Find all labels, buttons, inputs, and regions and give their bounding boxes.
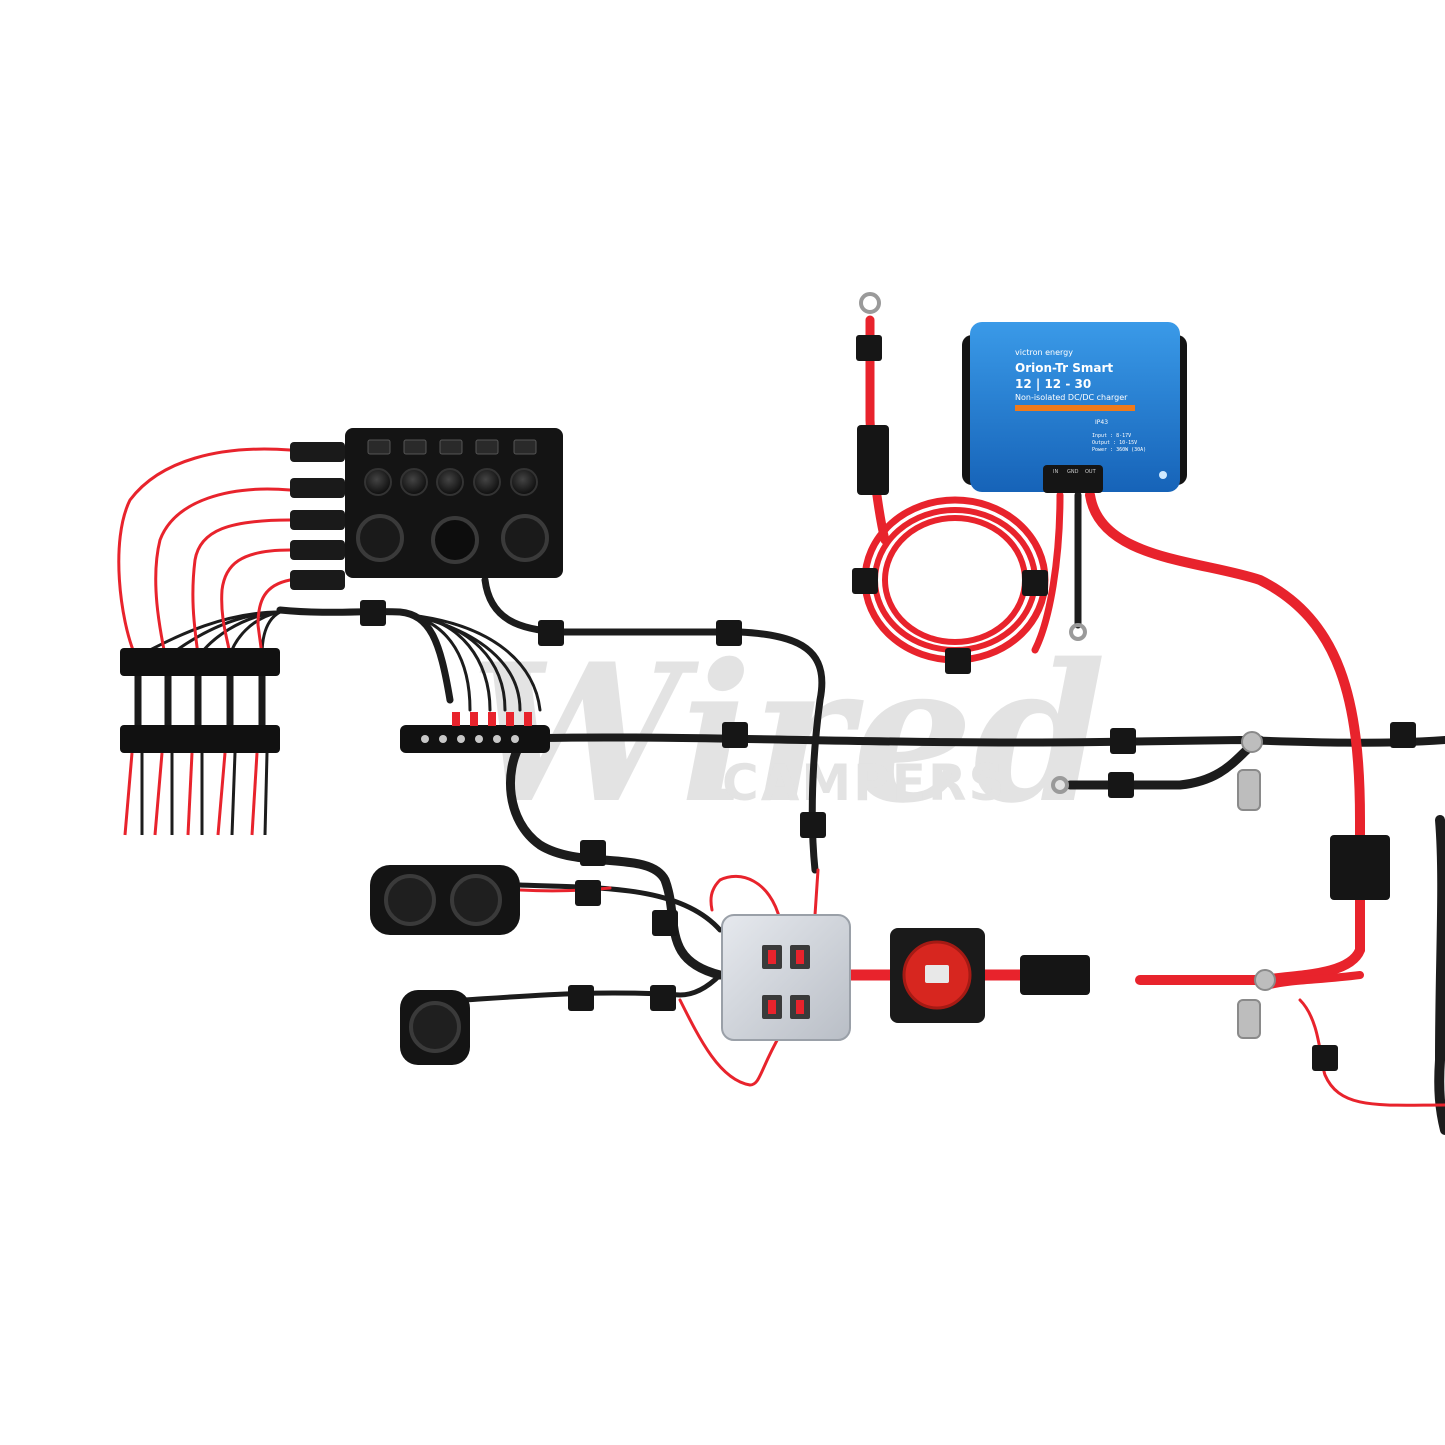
charger-orange-stripe (1015, 405, 1135, 411)
terminal-connectors (120, 648, 280, 836)
watermark: Wired CAMPERS (470, 622, 1106, 845)
battery-clamp-positive (1254, 969, 1276, 991)
switch-panel (290, 428, 563, 590)
orion-charger: victron energy Orion-Tr Smart 12 | 12 - … (962, 322, 1187, 493)
charger-terminal-gnd: GND (1067, 469, 1079, 475)
inline-fuses (857, 425, 1390, 995)
watermark-sub: CAMPERS (722, 754, 1006, 812)
ring-terminals (859, 292, 1087, 794)
charger-spec-power: Power : 360W (30A) (1092, 447, 1146, 453)
rocker-switch (473, 468, 501, 496)
fuse-box (721, 914, 851, 1041)
charger-terminal-in: IN (1053, 469, 1058, 475)
charger-spec-input: Input : 8-17V (1092, 433, 1131, 439)
rocker-switch (510, 468, 538, 496)
rocker-switch (436, 468, 464, 496)
ring-terminal-top (859, 292, 881, 314)
rocker-switch (400, 468, 428, 496)
inline-fuse-right (1330, 835, 1390, 900)
charger-brand: victron energy (1015, 348, 1073, 357)
charger-spec-output: Output : 10-15V (1092, 440, 1137, 446)
charger-description: Non-isolated DC/DC charger (1015, 393, 1128, 402)
battery-isolator (890, 928, 985, 1023)
charger-terminal-out: OUT (1085, 469, 1097, 475)
voltmeter (431, 516, 479, 564)
rocker-switches (364, 468, 538, 496)
battery-clamps (1237, 731, 1276, 1039)
rocker-switch (364, 468, 392, 496)
charger-status-led (1159, 471, 1167, 479)
inline-fuse-top (857, 425, 889, 495)
double-socket (370, 865, 520, 935)
ring-terminal-ground (1069, 623, 1087, 641)
cable-clips (360, 335, 1416, 1071)
battery-clamp-negative (1241, 731, 1263, 753)
single-socket (400, 990, 470, 1065)
ground-busbar (400, 712, 550, 753)
usb-socket-right (501, 514, 549, 562)
charger-rating: 12 | 12 - 30 (1015, 377, 1091, 391)
charger-model: Orion-Tr Smart (1015, 361, 1113, 375)
charger-ip: IP43 (1095, 419, 1108, 426)
usb-socket-left (356, 514, 404, 562)
inline-fuse-main (1020, 955, 1090, 995)
ring-terminal-battery (1051, 776, 1069, 794)
watermark-script: Wired (470, 622, 1106, 845)
